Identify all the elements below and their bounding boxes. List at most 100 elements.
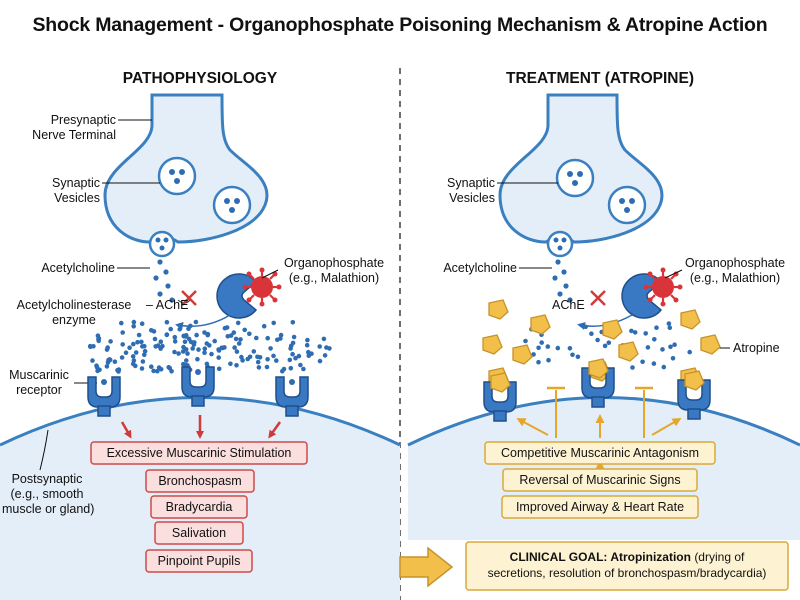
acetylcholine-dot [287,357,293,363]
bound-atropine [684,370,705,391]
acetylcholine-dot [158,367,164,372]
acetylcholine-dot [195,356,200,362]
label-line: Synaptic [52,176,100,190]
label-line: (e.g., Malathion) [288,271,380,285]
effect-text: Competitive Muscarinic Antagonism [501,446,699,460]
label-line: Organophosphate [283,256,385,270]
acetylcholine-dot [672,342,677,348]
acetylcholine-dot [670,356,676,361]
acetylcholine-dot [687,349,692,355]
acetylcholine-dot [523,338,528,344]
acetylcholine-dot [247,354,253,360]
acetylcholine-dot [233,336,239,342]
label-line: muscle or gland) [2,502,95,516]
left-heading: PATHOPHYSIOLOGY [122,70,278,87]
acetylcholine-dot [185,351,190,356]
acetylcholine-dot [261,323,267,329]
ache-enzyme-label: Acetylcholinesterase enzyme [4,298,144,328]
ache-label-left: – AChE [146,298,189,312]
label-line: (e.g., Malathion) [689,271,781,285]
goal-arrow [399,546,454,588]
bound-atropine [490,372,511,393]
fusing-vesicle [148,230,176,258]
label-line: Nerve Terminal [32,128,116,142]
acetylcholine-dot [205,331,211,337]
label-line: Presynaptic [50,113,116,127]
presynaptic-label: Presynaptic Nerve Terminal [10,113,116,143]
acetylcholine-dot [606,340,612,346]
acetylcholine-dot [216,366,222,372]
acetylcholine-dot [583,324,588,330]
acetylcholine-dot [172,339,178,344]
synaptic-vesicle [212,185,252,225]
acetylcholine-dot [290,351,295,357]
acetylcholine-dot [324,345,329,350]
acetylcholine-dot [142,352,147,358]
acetylcholine-dot [242,327,247,333]
acetylcholine-dot [293,355,298,361]
effect-box [150,495,248,519]
vesicles-label-left: Synaptic Vesicles [10,176,100,206]
acetylcholine-dot [136,332,142,338]
acetylcholine-dot [131,324,136,329]
effect-box [154,521,244,545]
acetylcholine-dot [105,345,110,350]
synaptic-vesicle [607,185,647,225]
acetylcholine-dot [238,337,243,342]
ache-text: AChE [155,298,189,312]
acetylcholine-dot [654,325,659,331]
acetylcholine-dot [228,333,234,338]
acetylcholine-dot [224,325,230,330]
acetylcholine-dot [278,332,284,338]
acetylcholine-dot [301,366,306,372]
acetylcholine-dot [181,344,186,350]
acetylcholine-dot [253,335,259,341]
acetylcholine-dot [291,334,297,340]
organophosphate-label-right: Organophosphate (e.g., Malathion) [672,256,798,286]
effect-text: Salivation [171,526,227,540]
acetylcholine-dot [120,330,125,335]
acetylcholine-dot [168,326,173,332]
acetylcholine-dot [182,339,188,345]
acetylcholine-dot [271,353,276,359]
acetylcholine-dot [104,364,110,369]
acetylcholine-dot [142,348,148,354]
left-panel [0,93,401,600]
effect-box [501,495,699,519]
acetylcholine-dot [202,350,207,356]
acetylcholine-dot [589,331,594,337]
acetylcholine-dot [172,349,177,355]
acetylcholine-dot [240,358,245,363]
label-line: Organophosphate [684,256,786,270]
acetylcholine-dot [271,320,277,326]
acetylcholine-dot [108,339,113,344]
acetylcholine-dot [87,343,93,349]
acetylcholine-dot [212,338,217,344]
acetylcholine-dot [142,343,147,349]
synaptic-vesicle [157,156,197,196]
acetylcholine-dot [222,345,227,350]
acetylcholine-dot [183,333,189,338]
acetylcholine-dot [119,320,124,326]
acetylcholine-dot [274,358,279,363]
stimulation-arrow [120,421,132,439]
acetylcholine-dot [546,357,551,363]
goal-rest-1: (drying of [694,550,745,564]
acetylcholine-dot [630,365,635,370]
acetylcholine-dot [155,368,160,374]
effect-box [145,469,255,493]
acetylcholine-dot [321,336,327,342]
acetylcholine-dot [123,350,129,356]
goal-line-1: CLINICAL GOAL: Atropinization (drying of [466,549,788,565]
acetylcholine-dot [265,357,270,362]
acetylcholine-dot [112,359,118,365]
acetylcholine-dot [216,355,221,360]
acetylcholine-dot [545,344,551,349]
acetylcholine-dot [306,353,312,359]
acetylcholine-dot [135,339,140,345]
acetylcholine-label-left: Acetylcholine [41,261,115,275]
acetylcholine-dot [236,341,242,346]
acetylcholine-dot [140,359,146,364]
acetylcholine-dot [186,326,191,332]
vesicles-label-right: Synaptic Vesicles [405,176,495,206]
